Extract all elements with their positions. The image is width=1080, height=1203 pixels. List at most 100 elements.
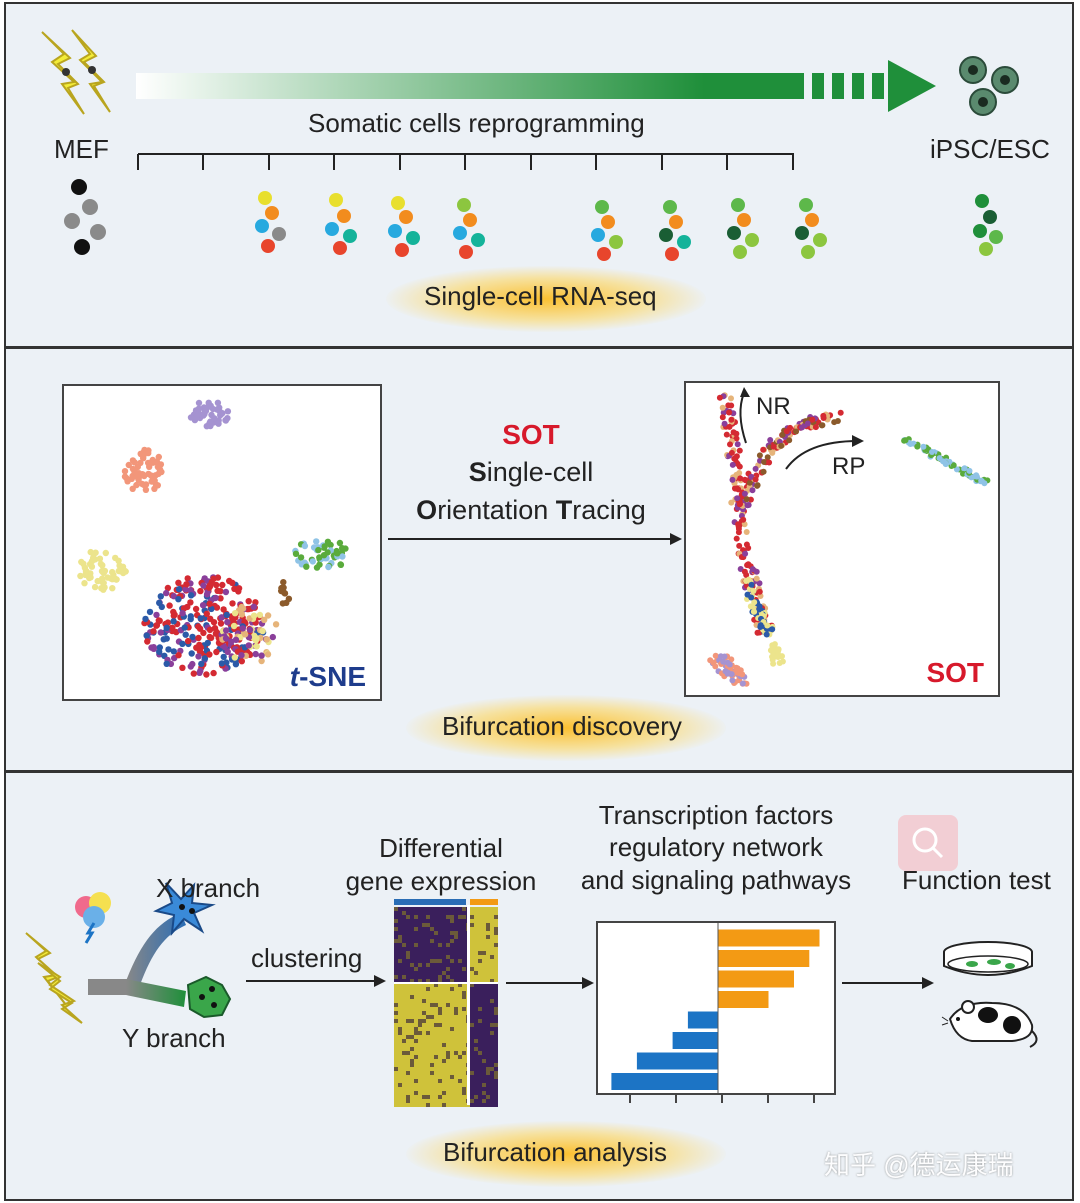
heatmap-cell — [414, 979, 418, 983]
sot-point — [749, 566, 756, 573]
search-icon[interactable] — [898, 815, 958, 871]
heatmap-cell — [418, 1019, 422, 1023]
heatmap-cell — [434, 947, 438, 951]
heatmap-cell — [426, 963, 430, 967]
heatmap-cell — [458, 979, 462, 983]
sot-point — [743, 496, 750, 503]
heatmap-cell — [494, 959, 498, 963]
heatmap-cell — [438, 1055, 442, 1059]
heatmap-cell — [442, 1043, 446, 1047]
heatmap-cell — [482, 1039, 486, 1043]
heatmap-cell — [490, 1083, 494, 1087]
heatmap-cell — [430, 939, 434, 943]
heatmap-cell — [454, 1079, 458, 1083]
rp-branch-arrow — [785, 440, 859, 470]
heatmap-cell — [418, 923, 422, 927]
sot-point — [742, 550, 749, 557]
tsne-point — [124, 478, 131, 485]
heatmap-cell — [446, 1095, 450, 1099]
tsne-point — [134, 463, 141, 471]
heatmap-cell — [442, 1015, 446, 1019]
heatmap-cell — [454, 1019, 458, 1023]
heatmap-cell — [418, 915, 422, 919]
heatmap-cell — [470, 935, 474, 939]
heatmap-cell — [458, 991, 462, 995]
heatmap-cell — [478, 919, 482, 923]
heatmap-cell — [474, 1035, 478, 1039]
heatmap-cell — [486, 907, 490, 911]
tsne-point — [179, 610, 186, 617]
tf-heading-line1: Transcription factors — [598, 800, 834, 830]
heatmap-to-chart-arrow — [506, 977, 594, 989]
heatmap-cell — [422, 1087, 426, 1091]
heatmap-cell — [430, 1043, 434, 1047]
heatmap-cell — [418, 1007, 422, 1011]
heatmap-cell — [482, 1047, 486, 1051]
heatmap-cell — [450, 1091, 454, 1095]
heatmap-cell — [418, 1067, 422, 1071]
sot-point — [799, 424, 806, 431]
tsne-point — [224, 648, 231, 655]
heatmap-cell — [446, 959, 450, 963]
heatmap-cell — [458, 1071, 462, 1075]
heatmap-cell — [494, 967, 498, 971]
heatmap-cell — [410, 927, 414, 931]
heatmap-cell — [450, 1047, 454, 1051]
heatmap-cell — [410, 1047, 414, 1051]
tsne-point — [211, 415, 218, 422]
heatmap-cell — [446, 955, 450, 959]
sot-point — [726, 661, 733, 668]
heatmap-cell — [410, 1039, 414, 1043]
heatmap-cell — [398, 935, 402, 939]
heatmap-cell — [474, 967, 478, 971]
heatmap-cell — [442, 1023, 446, 1027]
heatmap-cell — [478, 1027, 482, 1031]
heatmap-cell — [478, 939, 482, 943]
heatmap-cell — [434, 1051, 438, 1055]
heatmap-cell — [486, 1047, 490, 1051]
heatmap-cell — [406, 1015, 410, 1019]
heatmap-cell — [438, 1043, 442, 1047]
heatmap-cell — [450, 931, 454, 935]
heatmap-cell — [482, 999, 486, 1003]
heatmap-cell — [434, 931, 438, 935]
heatmap-cell — [454, 1035, 458, 1039]
heatmap-cell — [430, 951, 434, 955]
heatmap-cell — [398, 1019, 402, 1023]
heatmap-cell — [406, 923, 410, 927]
heatmap-cell — [462, 1039, 466, 1043]
heatmap-cell — [450, 975, 454, 979]
sot-point — [728, 395, 734, 402]
heatmap-cell — [458, 939, 462, 943]
heatmap-cell — [450, 971, 454, 975]
heatmap-cell — [462, 999, 466, 1003]
tsne-point — [109, 585, 116, 592]
tsne-point — [261, 616, 268, 623]
heatmap-cell — [402, 931, 406, 935]
heatmap-cell — [482, 1087, 486, 1091]
heatmap-cell — [414, 995, 418, 999]
heatmap-cell — [494, 1043, 498, 1047]
tsne-point — [112, 576, 120, 583]
heatmap-cell — [470, 951, 474, 955]
tsne-point — [212, 594, 219, 602]
heatmap-cell — [410, 1011, 414, 1015]
heatmap-cell — [394, 959, 398, 963]
heatmap-cell — [394, 995, 398, 999]
heatmap-cell — [478, 915, 482, 919]
heatmap-cell — [494, 983, 498, 987]
heatmap-group-bar-blue — [394, 899, 466, 905]
heatmap-cell — [442, 959, 446, 963]
heatmap-cell — [422, 971, 426, 975]
tsne-point — [101, 584, 108, 591]
heatmap-cell — [398, 1043, 402, 1047]
tsne-point — [222, 588, 230, 596]
heatmap-cell — [478, 983, 482, 987]
heatmap-cell — [414, 1091, 418, 1095]
heatmap-cell — [414, 971, 418, 975]
tsne-point — [238, 658, 245, 665]
heatmap-cell — [402, 1067, 406, 1071]
heatmap-cell — [430, 943, 434, 947]
heatmap-cell — [446, 931, 450, 935]
heatmap-cell — [474, 1079, 478, 1083]
